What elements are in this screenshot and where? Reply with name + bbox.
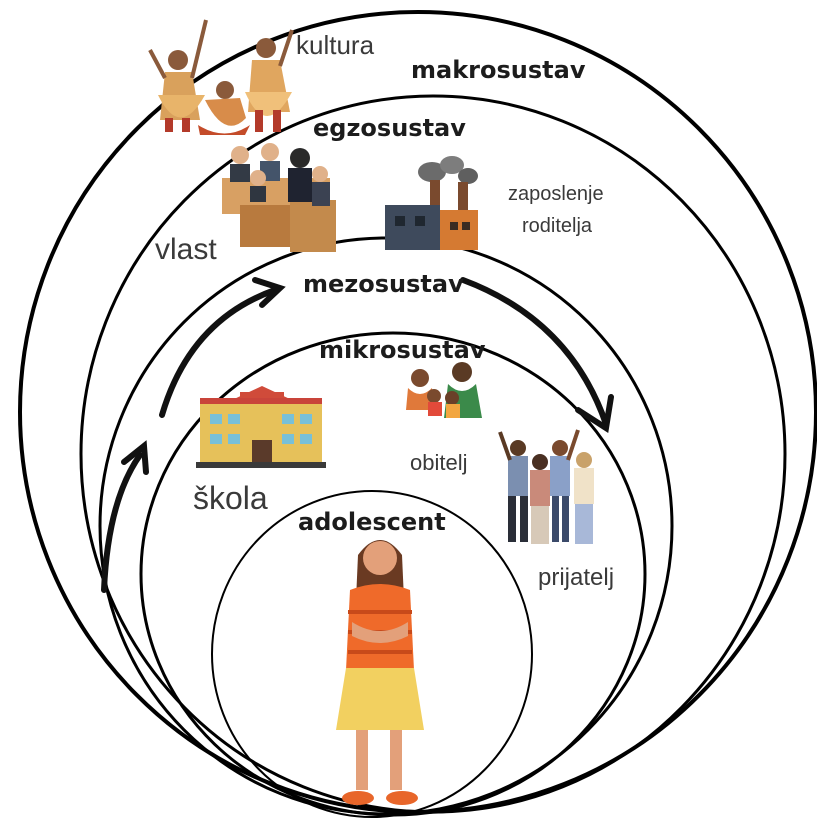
factory-icon bbox=[385, 156, 478, 250]
school-label: škola bbox=[193, 480, 268, 516]
meso-level-label: mezosustav bbox=[303, 270, 464, 298]
center-level-label: adolescent bbox=[298, 508, 446, 536]
curved-arrow-icon bbox=[101, 277, 614, 593]
government-officials-illustration bbox=[222, 143, 336, 252]
center-circle bbox=[211, 490, 533, 818]
dancers-illustration bbox=[148, 19, 294, 135]
school-building-icon bbox=[196, 386, 326, 468]
friends-group-illustration bbox=[498, 429, 594, 544]
adolescent-girl-illustration bbox=[336, 540, 424, 805]
culture-label: kultura bbox=[296, 30, 375, 60]
parent-employment-label-line1: zaposlenje bbox=[508, 183, 604, 205]
micro-level-label: mikrosustav bbox=[319, 336, 486, 364]
family-label: obitelj bbox=[410, 450, 468, 475]
family-illustration bbox=[406, 362, 482, 418]
parent-employment-label-line2: roditelja bbox=[522, 215, 593, 237]
government-label: vlast bbox=[155, 233, 217, 266]
exo-level-label: egzosustav bbox=[313, 114, 466, 142]
friend-label: prijatelj bbox=[538, 564, 615, 591]
macro-level-label: makrosustav bbox=[411, 56, 586, 84]
